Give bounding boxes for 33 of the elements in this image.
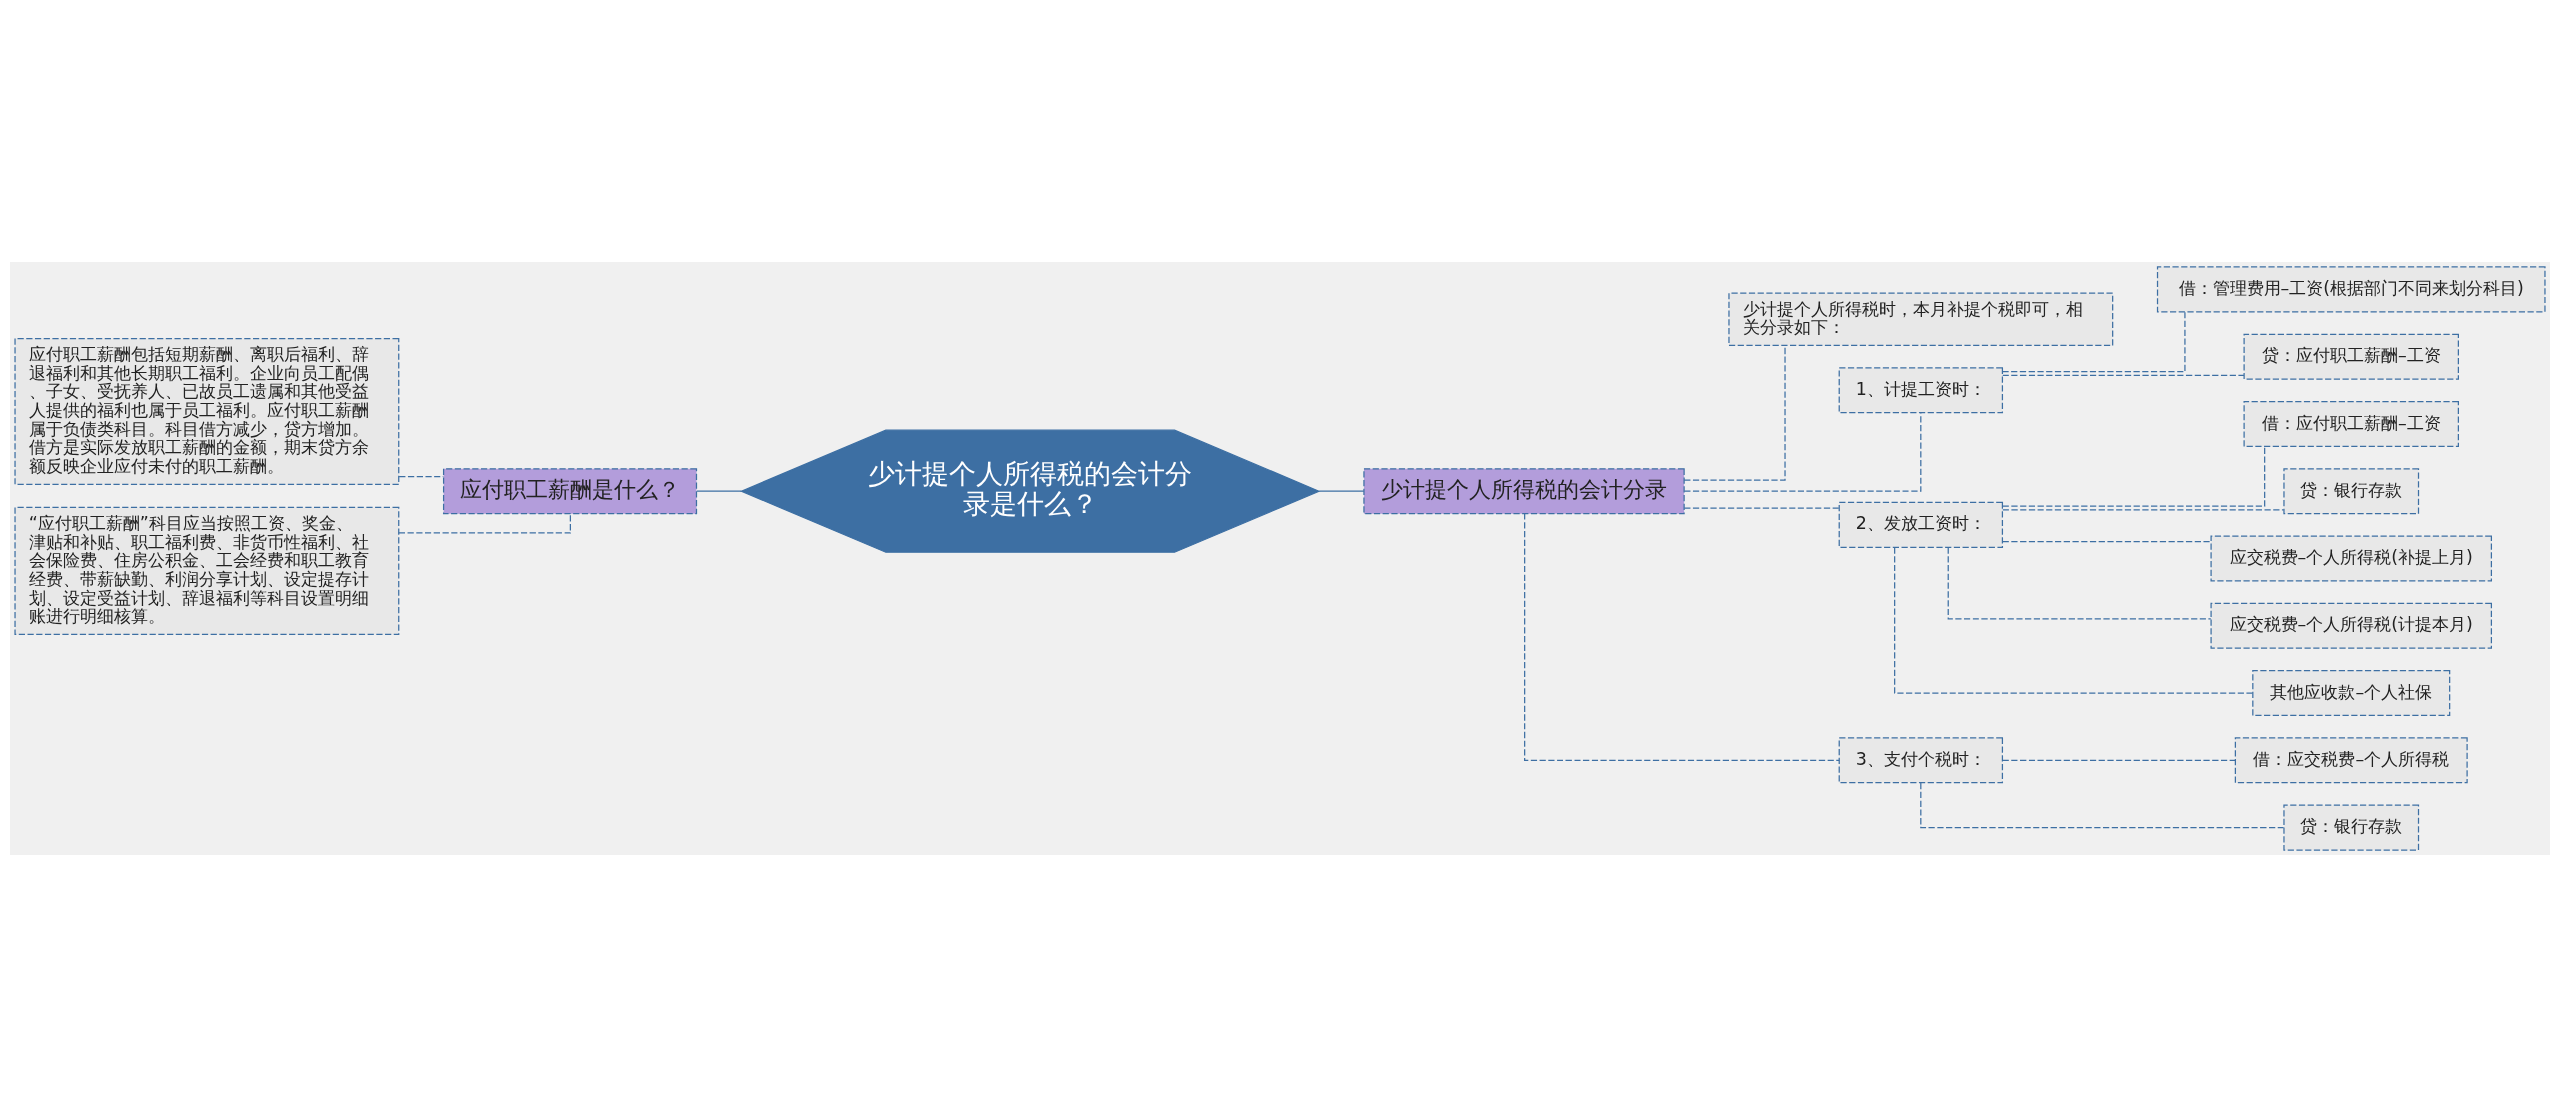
- connector: [1920, 782, 2285, 829]
- connector: [2002, 509, 2285, 511]
- node-box: 借：管理费用–工资(根据部门不同来划分科目): [2156, 266, 2546, 313]
- node-box: 贷：应付职工薪酬–工资: [2243, 333, 2459, 380]
- node-box: 应付职工薪酬包括短期薪酬、离职后福利、辞退福利和其他长期职工福利。企业向员工配偶、子女、受抚养人、已故员工遗属和其他受益人提供的福利也属于员工福利。应付职工薪酬属于负债类科目。科目借方减少，贷方增加。借方是实际发放职工薪酬的金额，期末贷方余额反映企业应付未付的职工薪酬。: [14, 338, 400, 485]
- connector: [2002, 445, 2266, 507]
- node-box: 应交税费–个人所得税(计提本月): [2210, 602, 2493, 649]
- node-box: 借：应付职工薪酬–工资: [2243, 400, 2459, 447]
- connector: [2002, 541, 2212, 543]
- node-box: 贷：银行存款: [2283, 804, 2420, 851]
- node-box: 2、发放工资时：: [1838, 501, 2004, 548]
- node-box: 1、计提工资时：: [1838, 367, 2004, 414]
- connector: [2002, 374, 2245, 376]
- connector: [2001, 311, 2186, 373]
- node-box: 少计提个人所得税的会计分录: [1363, 468, 1685, 515]
- connector: [1947, 547, 2212, 620]
- node-box: “应付职工薪酬”科目应当按照工资、奖金、津贴和补贴、职工福利费、非货币性福利、社会保险费、住房公积金、工会经费和职工教育经费、带薪缺勤、利润分享计划、设定提存计划、设定受益计划、辞退福利等科目设置明细账进行明细核算。: [14, 506, 400, 636]
- node-box: 3、支付个税时：: [1838, 737, 2004, 784]
- connector: [1683, 507, 1840, 509]
- connector: [1683, 412, 1922, 492]
- node-box: 应付职工薪酬是什么？: [442, 468, 698, 515]
- node-box: 应交税费–个人所得税(补提上月): [2210, 535, 2493, 582]
- node-box: 其他应收款–个人社保: [2252, 670, 2451, 717]
- connector: [398, 475, 444, 478]
- connector: [1524, 513, 1840, 761]
- node-box: 借：应交税费–个人所得税: [2234, 737, 2468, 784]
- node-box: 贷：银行存款: [2283, 468, 2420, 515]
- connector: [1318, 490, 1365, 492]
- connector: [1683, 344, 1786, 481]
- node-box: 少计提个人所得税时，本月补提个税即可，相关分录如下：: [1728, 292, 2114, 347]
- connector: [2002, 759, 2236, 761]
- connector: [1894, 546, 2254, 694]
- connector: [696, 490, 743, 492]
